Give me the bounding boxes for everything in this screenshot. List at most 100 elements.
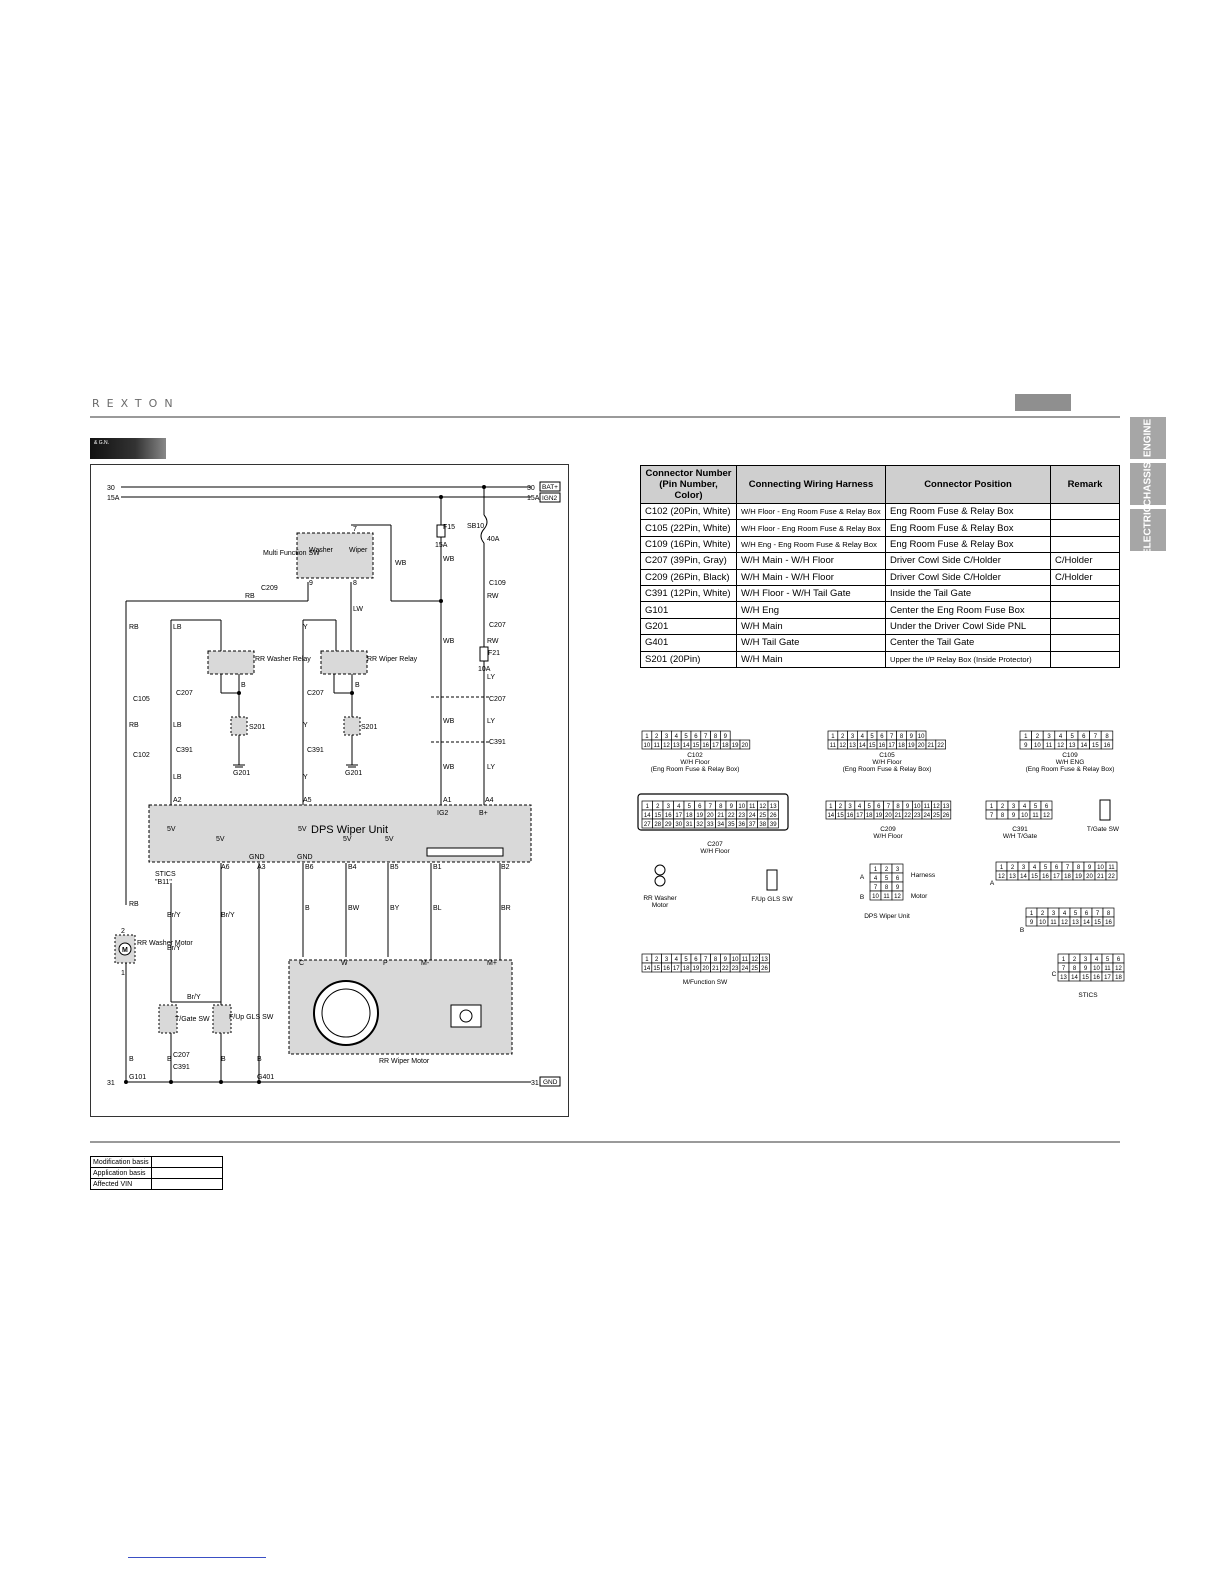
cell-harness: W/H Floor - Eng Room Fuse & Relay Box bbox=[736, 519, 886, 537]
wire-ly-1: LY bbox=[487, 674, 495, 681]
c105-pin-number: 10 bbox=[918, 734, 925, 740]
dps-pin-b1: B1 bbox=[433, 864, 442, 871]
side-tab-engine[interactable]: ENGINE bbox=[1130, 417, 1166, 459]
c109-pin-number: 16 bbox=[1104, 743, 1111, 749]
mfsw-pin-number: 17 bbox=[673, 966, 680, 972]
c102-pin-number: 2 bbox=[655, 734, 659, 740]
cell-harness: W/H Eng - Eng Room Fuse & Relay Box bbox=[736, 535, 886, 554]
mod-value bbox=[150, 1156, 223, 1168]
c391-desc1: W/H T/Gate bbox=[1003, 833, 1038, 840]
wire-b-2: B bbox=[129, 1056, 134, 1063]
c105-pin-number: 7 bbox=[890, 734, 894, 740]
cell-remark bbox=[1050, 502, 1120, 521]
dps-pin-ig2: IG2 bbox=[437, 810, 448, 817]
wire-rb-top: RB bbox=[245, 593, 255, 600]
stics-b-pin-number: 6 bbox=[1085, 911, 1089, 917]
stics-a-pin-number: 2 bbox=[1011, 865, 1015, 871]
ground-g101: G101 bbox=[129, 1074, 146, 1081]
wire-b-5: B bbox=[257, 1056, 262, 1063]
c102-pin-number: 3 bbox=[665, 734, 669, 740]
dps-pin-bplus: B+ bbox=[479, 810, 488, 817]
mfsw-pin-number: 13 bbox=[761, 957, 768, 963]
c209-pin-number: 11 bbox=[924, 804, 931, 810]
c209-desc1: W/H Floor bbox=[873, 833, 903, 840]
dps-pin-a5: A5 bbox=[303, 797, 312, 804]
stics-b-pin-number: 7 bbox=[1096, 911, 1100, 917]
wiper-contact-label: Wiper bbox=[349, 547, 368, 554]
wire-lw: LW bbox=[353, 606, 363, 613]
c207-pin-number: 22 bbox=[728, 813, 735, 819]
c207-pin-number: 6 bbox=[698, 804, 702, 810]
c102-pin-number: 17 bbox=[712, 743, 719, 749]
stics-a-pin-number: 5 bbox=[1044, 865, 1048, 871]
c102-pin-number: 16 bbox=[702, 743, 709, 749]
cell-harness: W/H Main - W/H Floor bbox=[736, 568, 886, 586]
c209-pin-number: 15 bbox=[837, 813, 844, 819]
stics-c-pin-number: 12 bbox=[1115, 966, 1122, 972]
stics-b-pin-number: 13 bbox=[1072, 920, 1079, 926]
c207-name: C207 bbox=[707, 841, 723, 848]
mfsw-pin-number: 25 bbox=[751, 966, 758, 972]
fuse-f21-label: F21 bbox=[488, 650, 500, 657]
ign-left-label: 15A bbox=[107, 495, 120, 502]
c209-pin-number: 24 bbox=[923, 813, 930, 819]
stics-a-pin-number: 21 bbox=[1097, 874, 1104, 880]
cell-connector: C102 (20Pin, White) bbox=[640, 502, 737, 521]
stics-b-pin-number: 5 bbox=[1074, 911, 1078, 917]
mfsw-pin-number: 15 bbox=[653, 966, 660, 972]
c207-pin-number: 1 bbox=[646, 804, 650, 810]
ign2-label: IGN2 bbox=[542, 495, 558, 502]
dps-motor-label: Motor bbox=[911, 893, 928, 900]
stics-b-pin-number: 2 bbox=[1041, 911, 1045, 917]
wire-rw-2: RW bbox=[487, 638, 499, 645]
dps-pin-b2: B2 bbox=[501, 864, 510, 871]
c391-pin-number: 6 bbox=[1045, 804, 1049, 810]
bus30-left-label: 30 bbox=[107, 485, 115, 492]
mod-label: Application basis bbox=[90, 1167, 152, 1179]
wire-wb-1: WB bbox=[395, 560, 407, 567]
table-row: C105 (22Pin, White)W/H Floor - Eng Room … bbox=[640, 519, 1120, 537]
motor-pin-c: C bbox=[299, 960, 304, 967]
washer-contact-label: Washer bbox=[309, 547, 334, 554]
washer-motor-pin1: 1 bbox=[121, 970, 125, 977]
stics-b-pin-number: 10 bbox=[1039, 920, 1046, 926]
motor-pin-w: W bbox=[341, 960, 348, 967]
dps-pin-number: 4 bbox=[874, 876, 878, 882]
stics-row-a: A bbox=[990, 880, 995, 887]
tgate-sw-label: T/Gate SW bbox=[175, 1016, 210, 1023]
c391-name: C391 bbox=[1012, 826, 1028, 833]
bat-plus-label: BAT+ bbox=[542, 484, 558, 491]
c105-pin-number: 5 bbox=[870, 734, 874, 740]
cell-position: Eng Room Fuse & Relay Box bbox=[885, 535, 1051, 554]
footer-link-underline[interactable] bbox=[128, 1557, 266, 1558]
connector-c207-bry: C207 bbox=[173, 1052, 190, 1059]
c207-pin-number: 37 bbox=[749, 822, 756, 828]
side-tab-chassis[interactable]: CHASSIS bbox=[1130, 462, 1166, 506]
stics-b-pin-number: 4 bbox=[1063, 911, 1067, 917]
c209-pin-number: 6 bbox=[877, 804, 881, 810]
c209-pin-number: 19 bbox=[875, 813, 882, 819]
cell-connector: G401 bbox=[640, 634, 737, 652]
table-row: C109 (16Pin, White)W/H Eng - Eng Room Fu… bbox=[640, 535, 1120, 554]
stics-a-pin-number: 17 bbox=[1053, 874, 1060, 880]
c207-pin-number: 26 bbox=[770, 813, 777, 819]
stics-a-pin-number: 12 bbox=[998, 874, 1005, 880]
stics-c-pin-number: 3 bbox=[1084, 957, 1088, 963]
dps-pinout-name: DPS Wiper Unit bbox=[864, 913, 910, 920]
c102-pin-number: 18 bbox=[722, 743, 729, 749]
c209-pin-number: 7 bbox=[887, 804, 891, 810]
c109-pin-number: 13 bbox=[1069, 743, 1076, 749]
wire-y-2: Y bbox=[303, 722, 308, 729]
c102-pin-number: 6 bbox=[694, 734, 698, 740]
c209-pin-number: 8 bbox=[896, 804, 900, 810]
mfsw-pin-number: 24 bbox=[742, 966, 749, 972]
table-row: Affected VIN bbox=[90, 1178, 223, 1190]
side-tab-electric[interactable]: ELECTRIC bbox=[1130, 505, 1166, 555]
c207-pin-number: 9 bbox=[730, 804, 734, 810]
stics-a-pin-number: 18 bbox=[1064, 874, 1071, 880]
dps-pin-number: 7 bbox=[874, 885, 878, 891]
c207-pin-number: 11 bbox=[749, 804, 756, 810]
mfsw-pin-number: 6 bbox=[694, 957, 698, 963]
table-row: C391 (12Pin, White)W/H Floor - W/H Tail … bbox=[640, 584, 1120, 603]
c207-pin-number: 34 bbox=[717, 822, 724, 828]
